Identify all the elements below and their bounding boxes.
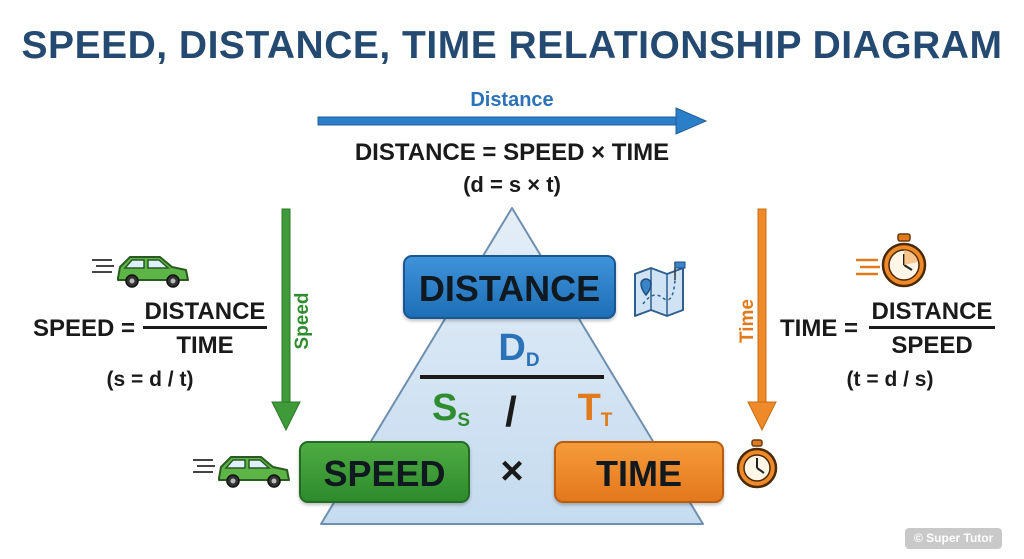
- time-formula-lhs: TIME =: [780, 315, 859, 342]
- time-formula-numerator: DISTANCE: [871, 298, 993, 325]
- speed-arrow: [271, 208, 301, 432]
- distance-arrow-label: Distance: [470, 89, 554, 111]
- time-formula-fraction-bar: [869, 326, 995, 329]
- time-box: TIME: [554, 441, 724, 503]
- speed-formula-denominator: TIME: [176, 332, 234, 359]
- distance-symbol: DD: [498, 327, 540, 371]
- distance-formula-short: (d = s × t): [463, 172, 561, 197]
- time-symbol: TT: [577, 387, 613, 431]
- speed-box: SPEED: [299, 441, 470, 503]
- speed-formula-short: (s = d / t): [106, 368, 194, 391]
- division-sign: /: [505, 388, 517, 435]
- time-formula-denominator: SPEED: [891, 332, 973, 359]
- distance-box: DISTANCE: [403, 255, 616, 319]
- car-icon: [92, 256, 189, 288]
- speed-arrow-label: Speed: [292, 292, 313, 350]
- time-arrow: [747, 208, 777, 432]
- speed-formula-lhs: SPEED =: [33, 315, 136, 342]
- distance-formula: DISTANCE = SPEED × TIME: [354, 139, 670, 166]
- stopwatch-icon: [856, 233, 927, 288]
- car-icon: [193, 456, 290, 488]
- page-title: SPEED, DISTANCE, TIME RELATIONSHIP DIAGR…: [21, 24, 1003, 67]
- time-arrow-label: Time: [737, 299, 758, 344]
- speed-formula-numerator: DISTANCE: [144, 298, 266, 325]
- time-formula-short: (t = d / s): [846, 368, 934, 391]
- speed-formula-fraction-bar: [143, 326, 267, 329]
- map-icon: [634, 261, 686, 317]
- speed-symbol: SS: [431, 387, 471, 431]
- watermark: © Super Tutor: [905, 528, 1003, 549]
- stopwatch-icon: [736, 439, 778, 489]
- multiplication-sign: ×: [500, 449, 524, 493]
- distance-arrow: [317, 107, 708, 135]
